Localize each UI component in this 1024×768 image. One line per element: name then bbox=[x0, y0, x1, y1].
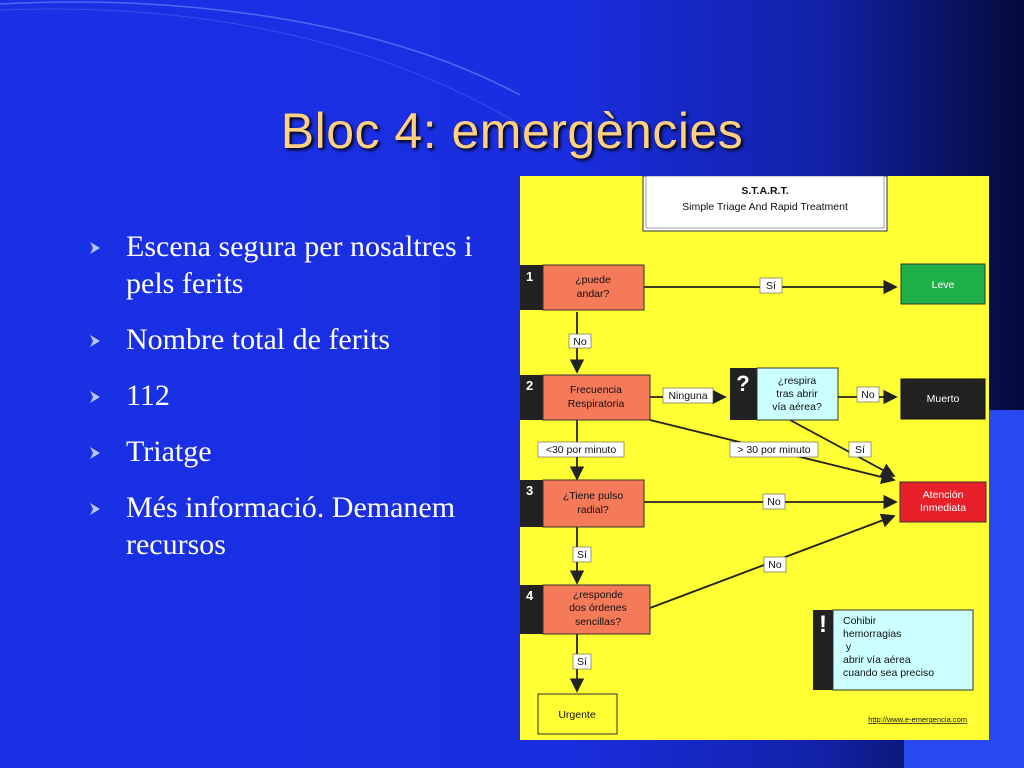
step-number: 3 bbox=[526, 483, 533, 498]
arrow-bullet-icon bbox=[90, 335, 100, 347]
bullet-item: Nombre total de ferits bbox=[88, 321, 498, 358]
step-3: 3 ¿Tiene pulso radial? bbox=[520, 479, 645, 528]
hemorrhage-note: ! Cohibir hemorragias y abrir vía aérea … bbox=[813, 609, 974, 691]
bullet-text: Escena segura per nosaltres i pels ferit… bbox=[126, 230, 473, 300]
bullet-text: Més informació. Demanem recursos bbox=[126, 491, 456, 561]
edge-labels: Sí No Ninguna No Sí <30 por minuto > 30 … bbox=[537, 277, 880, 670]
arrow-bullet-icon bbox=[90, 503, 100, 515]
bullet-list: Escena segura per nosaltres i pels ferit… bbox=[88, 228, 498, 582]
step-2: 2 Frecuencia Respiratoria bbox=[520, 374, 651, 421]
step-label-line: sencillas? bbox=[575, 616, 621, 628]
bullet-text: Triatge bbox=[126, 435, 212, 468]
step-label-line: Frecuencia bbox=[570, 384, 622, 396]
step-number: 1 bbox=[526, 269, 533, 284]
edge-label-si: Sí bbox=[577, 549, 587, 561]
edge-label-ninguna: Ninguna bbox=[668, 390, 707, 402]
outcome-muerto: Muerto bbox=[900, 378, 986, 420]
edge-label-no: No bbox=[768, 559, 782, 571]
outcome-label: Leve bbox=[932, 279, 955, 291]
step-label-line: Respiratoria bbox=[568, 398, 625, 410]
arrow-bullet-icon bbox=[90, 447, 100, 459]
outcome-label-line: Inmediata bbox=[920, 502, 966, 514]
edge-label-si: Sí bbox=[766, 280, 776, 292]
step-label-line: dos órdenes bbox=[569, 602, 627, 614]
step-label-line: ¿responde bbox=[573, 589, 623, 601]
step-4: 4 ¿responde dos órdenes sencillas? bbox=[520, 584, 651, 635]
airway-label-line: tras abrir bbox=[776, 388, 818, 400]
outcome-leve: Leve bbox=[900, 263, 986, 305]
bullet-text: 112 bbox=[126, 379, 170, 412]
note-line: cuando sea preciso bbox=[843, 667, 934, 679]
bullet-text: Nombre total de ferits bbox=[126, 323, 391, 356]
bullet-item: Més informació. Demanem recursos bbox=[88, 489, 498, 563]
airway-label-line: vía aérea? bbox=[772, 401, 822, 413]
diagram-title: S.T.A.R.T. bbox=[741, 185, 788, 197]
bullet-item: Escena segura per nosaltres i pels ferit… bbox=[88, 228, 498, 302]
edge-label-lt30: <30 por minuto bbox=[546, 444, 616, 456]
step-number: 2 bbox=[526, 378, 533, 393]
step-label-line: ¿puede bbox=[575, 274, 611, 286]
edge-label-no: No bbox=[767, 496, 781, 508]
edge-label-si: Sí bbox=[855, 444, 865, 456]
airway-question: ? ¿respira tras abrir vía aérea? bbox=[730, 367, 839, 421]
outcome-label: Urgente bbox=[558, 709, 596, 721]
step-label-line: radial? bbox=[577, 504, 609, 516]
source-url: http://www.e-emergencia.com bbox=[868, 715, 967, 724]
edge-label-no: No bbox=[861, 389, 875, 401]
step-number: 4 bbox=[526, 588, 534, 603]
step-1: 1 ¿puede andar? bbox=[520, 264, 645, 311]
step-label-line: ¿Tiene pulso bbox=[563, 490, 623, 502]
outcome-label-line: Atención bbox=[923, 489, 964, 501]
edge-label-si: Sí bbox=[577, 656, 587, 668]
note-line: hemorragias bbox=[843, 628, 901, 640]
question-icon: ? bbox=[736, 371, 749, 396]
triage-flowchart: S.T.A.R.T. Simple Triage And Rapid Treat… bbox=[520, 176, 987, 735]
diagram-subtitle: Simple Triage And Rapid Treatment bbox=[682, 201, 848, 213]
outcome-atencion-inmediata: Atención Inmediata bbox=[899, 481, 987, 523]
outcome-label: Muerto bbox=[927, 393, 960, 405]
background-swoosh bbox=[0, 1, 561, 151]
note-line: y bbox=[843, 641, 852, 653]
bullet-item: 112 bbox=[88, 377, 498, 414]
outcome-urgente: Urgente bbox=[537, 693, 618, 735]
diagram-header: S.T.A.R.T. Simple Triage And Rapid Treat… bbox=[642, 176, 888, 232]
note-line: abrir vía aérea bbox=[843, 654, 911, 666]
bullet-item: Triatge bbox=[88, 433, 498, 470]
note-line: Cohibir bbox=[843, 615, 877, 627]
edge-label-no: No bbox=[573, 336, 587, 348]
arrow-bullet-icon bbox=[90, 391, 100, 403]
edge-label-gt30: > 30 por minuto bbox=[737, 444, 810, 456]
start-triage-diagram: S.T.A.R.T. Simple Triage And Rapid Treat… bbox=[520, 176, 989, 740]
airway-label-line: ¿respira bbox=[778, 375, 817, 387]
step-label-line: andar? bbox=[577, 288, 610, 300]
slide-title: Bloc 4: emergències bbox=[280, 103, 744, 159]
exclamation-icon: ! bbox=[819, 611, 827, 638]
arrow-bullet-icon bbox=[90, 242, 100, 254]
